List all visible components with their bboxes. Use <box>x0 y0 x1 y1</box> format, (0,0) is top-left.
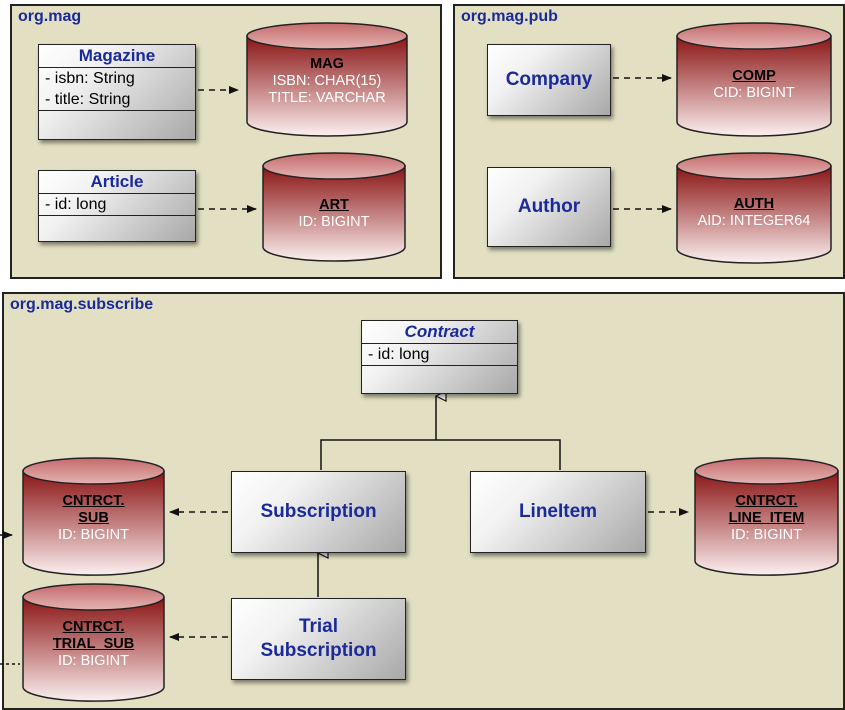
cylinder-icon <box>246 22 408 137</box>
cylinder-icon <box>22 457 165 576</box>
table-name: ART <box>319 197 349 213</box>
class-company[interactable]: Company <box>487 44 611 116</box>
table-column: TITLE: VARCHAR <box>268 90 386 106</box>
table-column: ID: BIGINT <box>731 527 802 543</box>
package-title: org.mag.subscribe <box>10 296 154 313</box>
cylinder-icon <box>676 22 832 137</box>
package-title: org.mag.pub <box>461 8 558 25</box>
class-name: Article <box>39 171 195 194</box>
attribute: - title: String <box>45 91 131 108</box>
table-column: CID: BIGINT <box>713 85 795 101</box>
class-magazine[interactable]: Magazine - isbn: String - title: String <box>38 44 196 140</box>
class-name: Subscription <box>260 501 377 522</box>
class-attributes: - id: long <box>362 344 517 366</box>
class-author[interactable]: Author <box>487 167 611 247</box>
table-column: ID: BIGINT <box>58 653 129 669</box>
table-art[interactable]: ART ID: BIGINT <box>262 152 406 262</box>
cylinder-icon <box>694 457 839 576</box>
attribute: - id: long <box>45 196 107 213</box>
class-name: Contract <box>362 321 517 344</box>
attribute: - isbn: String <box>45 70 135 87</box>
class-name-line: Subscription <box>260 640 377 661</box>
table-column: ISBN: CHAR(15) <box>272 73 382 89</box>
class-subscription[interactable]: Subscription <box>231 471 406 553</box>
table-name: CNTRCT. <box>62 493 125 509</box>
table-cntrct-trial-sub[interactable]: CNTRCT. TRIAL_SUB ID: BIGINT <box>22 583 165 703</box>
class-lineitem[interactable]: LineItem <box>470 471 646 553</box>
class-name-line: Trial <box>298 616 339 637</box>
table-name: AUTH <box>733 196 775 212</box>
table-name: SUB <box>78 510 109 526</box>
table-name: MAG <box>310 56 344 72</box>
table-column: ID: BIGINT <box>298 214 370 230</box>
table-name: CNTRCT. <box>62 619 125 635</box>
table-cntrct-line-item[interactable]: CNTRCT. LINE_ITEM ID: BIGINT <box>694 457 839 577</box>
table-name: CNTRCT. <box>735 493 798 509</box>
table-column: AID: INTEGER64 <box>697 213 811 229</box>
table-mag[interactable]: MAG ISBN: CHAR(15) TITLE: VARCHAR <box>246 22 408 138</box>
class-operations <box>39 216 195 241</box>
inheritance-line-subscription <box>320 439 561 470</box>
table-cntrct-sub[interactable]: CNTRCT. SUB ID: BIGINT <box>22 457 165 577</box>
cylinder-icon <box>676 152 832 264</box>
class-name: Trial Subscription <box>260 615 376 663</box>
class-name: Author <box>517 196 581 217</box>
class-contract[interactable]: Contract - id: long <box>361 320 518 394</box>
class-attributes: - isbn: String - title: String <box>39 68 195 111</box>
class-attributes: - id: long <box>39 194 195 216</box>
class-name: Company <box>505 69 593 90</box>
table-column: ID: BIGINT <box>58 527 129 543</box>
class-trial-subscription[interactable]: Trial Subscription <box>231 598 406 680</box>
package-title: org.mag <box>18 8 82 25</box>
class-article[interactable]: Article - id: long <box>38 170 196 242</box>
class-operations <box>39 111 195 139</box>
class-name: LineItem <box>518 501 598 522</box>
cylinder-icon <box>262 152 406 262</box>
cylinder-icon <box>22 583 165 702</box>
table-name: TRIAL_SUB <box>52 636 135 652</box>
class-operations <box>362 366 517 393</box>
attribute: - id: long <box>368 346 430 363</box>
table-auth[interactable]: AUTH AID: INTEGER64 <box>676 152 832 264</box>
table-comp[interactable]: COMP CID: BIGINT <box>676 22 832 138</box>
table-name: COMP <box>732 68 776 84</box>
class-name: Magazine <box>39 45 195 68</box>
table-name: LINE_ITEM <box>728 510 805 526</box>
